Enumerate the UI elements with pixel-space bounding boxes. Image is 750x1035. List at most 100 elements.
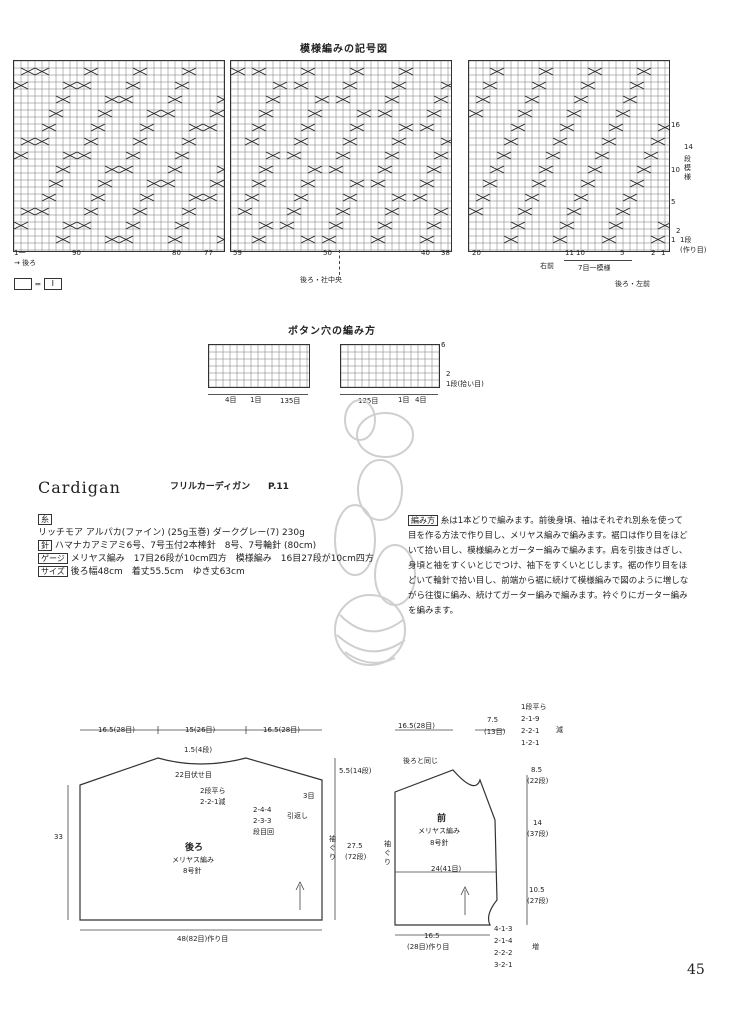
cross-stitch-mark <box>41 193 57 202</box>
cross-stitch-mark <box>293 81 309 90</box>
front-rule-top-4: 1-2-1 <box>521 739 540 747</box>
cross-stitch-mark <box>104 165 120 174</box>
cross-stitch-mark <box>580 179 596 188</box>
needle-label: 針 <box>38 540 52 551</box>
stitch-num-40: 40 <box>421 249 430 257</box>
back-top-left: 16.5(28目) <box>98 726 135 734</box>
cross-stitch-mark <box>97 109 113 118</box>
cross-stitch-mark <box>559 221 575 230</box>
front-side-r2b: (37段) <box>527 830 549 838</box>
cross-stitch-mark <box>377 221 393 230</box>
bh-row-2: 2 <box>446 370 451 378</box>
stitch-chart-panel-left <box>13 60 225 252</box>
rows-label: 段模様 <box>684 155 691 181</box>
cross-stitch-mark <box>279 221 295 230</box>
cross-stitch-mark <box>398 123 414 132</box>
instructions-label: 編み方 <box>408 515 438 526</box>
repeat-bracket <box>564 260 632 261</box>
cross-stitch-mark <box>62 221 78 230</box>
materials-block: 糸 リッチモア アルパカ(ファイン) (25g玉巻) ダークグレー(7) 230… <box>38 514 374 579</box>
cross-stitch-mark <box>391 137 407 146</box>
front-top-left: 16.5(28目) <box>398 722 435 730</box>
cross-stitch-mark <box>636 67 652 76</box>
front-side-r3b: (27段) <box>527 897 549 905</box>
cross-stitch-mark <box>237 207 253 216</box>
front-armhole: 袖ぐり <box>384 840 391 866</box>
cross-stitch-mark <box>629 81 645 90</box>
stitch-num-77: 77 <box>204 249 213 257</box>
stitch-num-11: 11 <box>565 249 574 257</box>
cross-stitch-mark <box>258 221 274 230</box>
cross-stitch-mark <box>433 151 449 160</box>
cross-stitch-mark <box>118 95 134 104</box>
cross-stitch-mark <box>181 137 197 146</box>
cross-stitch-mark <box>328 165 344 174</box>
cross-stitch-mark <box>419 123 435 132</box>
cross-stitch-mark <box>482 179 498 188</box>
gauge-label: ゲージ <box>38 553 68 564</box>
cross-stitch-mark <box>286 151 302 160</box>
cross-stitch-mark <box>231 67 246 76</box>
cross-stitch-mark <box>251 179 267 188</box>
bh-left-1: 1目 <box>250 396 262 404</box>
cross-stitch-mark <box>566 207 582 216</box>
cross-stitch-mark <box>76 151 92 160</box>
cross-stitch-mark <box>440 137 451 146</box>
cross-stitch-mark <box>384 95 400 104</box>
cross-stitch-mark <box>34 207 50 216</box>
cross-stitch-mark <box>580 81 596 90</box>
cross-stitch-mark <box>125 81 141 90</box>
instructions-text: 糸は1本どりで編みます。前後身頃、袖はそれぞれ別糸を使って目を作る方法で作り目し… <box>408 516 689 616</box>
cross-stitch-mark <box>349 123 365 132</box>
cross-stitch-mark <box>258 109 274 118</box>
cross-stitch-mark <box>97 179 113 188</box>
cross-stitch-mark <box>335 95 351 104</box>
cross-stitch-mark <box>293 137 309 146</box>
cross-stitch-mark <box>342 193 358 202</box>
front-bottom: 16.5 <box>424 932 440 940</box>
cross-stitch-mark <box>622 95 638 104</box>
cross-stitch-mark <box>489 67 505 76</box>
cross-stitch-mark <box>20 137 36 146</box>
bh-right-1: 1目 <box>398 396 410 404</box>
cross-stitch-mark <box>601 235 617 244</box>
back-top-center: 15(26目) <box>185 726 216 734</box>
cross-stitch-mark <box>132 67 148 76</box>
cross-stitch-mark <box>629 179 645 188</box>
cactus-yarn-watermark <box>334 399 416 666</box>
cross-stitch-mark <box>426 109 442 118</box>
cross-stitch-mark <box>118 165 134 174</box>
front-side-r1b: (22段) <box>527 777 549 785</box>
cross-stitch-mark <box>14 151 29 160</box>
stitch-num-50: 50 <box>323 249 332 257</box>
cross-stitch-mark <box>188 193 204 202</box>
cross-stitch-mark <box>160 109 176 118</box>
cross-stitch-mark <box>377 109 393 118</box>
cross-stitch-mark <box>650 235 666 244</box>
cross-stitch-mark <box>615 207 631 216</box>
cross-stitch-mark <box>251 123 267 132</box>
cross-stitch-mark <box>132 207 148 216</box>
back-bottom: 48(82目)作り目 <box>177 935 229 943</box>
stitch-num-38: 38 <box>441 249 450 257</box>
front-stitch: メリヤス編み <box>418 827 460 835</box>
front-rule-dec: 減 <box>556 726 563 734</box>
cross-stitch-mark <box>55 165 71 174</box>
cross-stitch-mark <box>300 235 316 244</box>
page-ref: P.11 <box>268 482 289 492</box>
back-neck-dec: 22目伏せ目 <box>175 771 212 779</box>
back-stitch: メリヤス編み <box>172 856 214 864</box>
cross-stitch-mark <box>531 81 547 90</box>
row-mark-2: 2 <box>676 227 681 235</box>
cross-stitch-mark <box>251 235 267 244</box>
cross-stitch-mark <box>552 137 568 146</box>
cross-stitch-mark <box>517 109 533 118</box>
back-neck-rule2: 2-2-1減 <box>200 798 226 806</box>
cross-stitch-mark <box>342 137 358 146</box>
back-body-diagram <box>67 726 336 931</box>
cast-on-label: (作り目) <box>680 246 707 254</box>
cross-stitch-mark <box>139 123 155 132</box>
back-top-right: 16.5(28目) <box>263 726 300 734</box>
chart-row-one: 1一 <box>14 249 26 257</box>
cross-stitch-mark <box>90 193 106 202</box>
